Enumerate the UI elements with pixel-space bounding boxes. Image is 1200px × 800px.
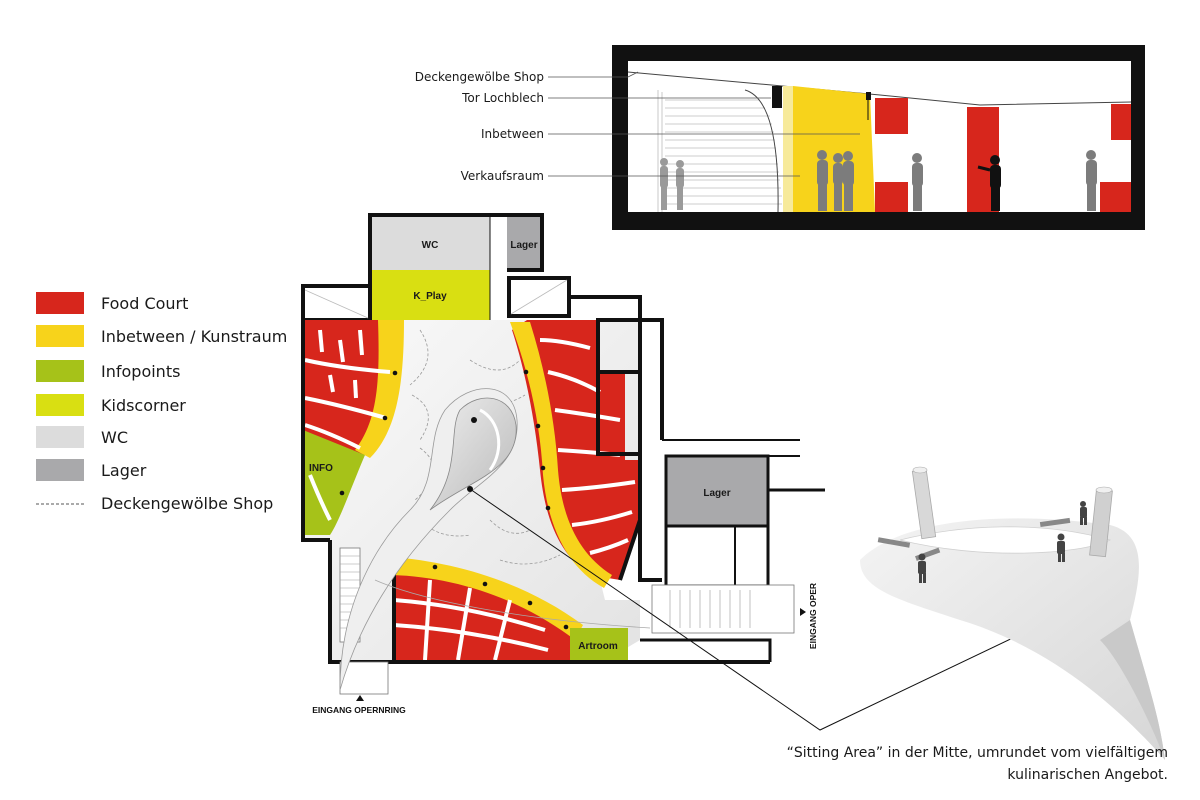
flow-line <box>374 579 651 629</box>
court-dots <box>339 369 569 630</box>
room-lager-top <box>507 215 542 270</box>
section-ceiling-line <box>627 71 1132 106</box>
wall-left <box>301 320 330 542</box>
room-right-lower <box>664 524 770 588</box>
stair-right <box>651 584 795 634</box>
wall-bottom <box>328 540 770 664</box>
column <box>911 468 937 540</box>
legend: Food Court Inbetween / Kunstraum Infopoi… <box>36 292 287 513</box>
legend-swatch <box>36 325 84 347</box>
section-drawing: Deckengewölbe Shop Tor Lochblech Inbetwe… <box>415 45 1145 230</box>
caption-line-2: kulinarischen Angebot. <box>1007 767 1168 783</box>
label-eingang-oper: EINGANG OPER <box>808 583 818 649</box>
caption-line-1: “Sitting Area” in der Mitte, umrundet vo… <box>787 745 1168 761</box>
legend-label: Inbetween / Kunstraum <box>101 327 287 346</box>
room-artroom <box>570 628 628 660</box>
arrow-up-icon <box>356 695 364 701</box>
section-shop-panel <box>875 182 908 212</box>
room-lager-right <box>664 454 770 528</box>
label-lager-right: Lager <box>703 488 730 499</box>
infopoint-left <box>303 430 365 535</box>
entrance-opernring-ramp <box>339 661 389 695</box>
legend-item-food-court: Food Court <box>36 292 188 314</box>
callout-tor-lochblech: Tor Lochblech <box>461 91 544 105</box>
section-shop-panel <box>1100 182 1131 212</box>
label-eingang-opernring: EINGANG OPERNRING <box>312 705 406 715</box>
callout-verkaufsraum: Verkaufsraum <box>461 169 544 183</box>
legend-item-inbetween: Inbetween / Kunstraum <box>36 325 287 347</box>
section-inbetween-block <box>793 86 875 212</box>
people-3d <box>918 501 1087 583</box>
section-gate-block <box>772 86 782 108</box>
inbetween-left <box>355 320 404 458</box>
callout-inbetween: Inbetween <box>481 127 544 141</box>
legend-item-infopoints: Infopoints <box>36 360 180 382</box>
section-right-wall <box>1131 61 1145 212</box>
floor-plan: WC Lager K_Play INFO <box>301 213 825 715</box>
legend-swatch <box>36 394 84 416</box>
label-info: INFO <box>309 463 333 474</box>
section-leaders <box>548 71 860 177</box>
marker-dot <box>471 417 477 423</box>
section-left-wall <box>612 61 628 212</box>
legend-swatch <box>36 426 84 448</box>
section-marker <box>866 92 871 100</box>
section-people <box>660 150 1097 211</box>
legend-label: WC <box>101 428 128 447</box>
room-left-upper <box>301 284 372 322</box>
legend-label: Food Court <box>101 294 188 313</box>
inbetween-bottom <box>392 557 583 640</box>
legend-swatch <box>36 360 84 382</box>
section-stair-lines <box>657 90 782 212</box>
legend-item-lager: Lager <box>36 459 147 481</box>
section-gate-curve <box>744 89 779 213</box>
wall-top-block <box>368 213 544 320</box>
walls-right <box>569 295 664 582</box>
legend-label: Infopoints <box>101 362 180 381</box>
legend-swatch <box>36 292 84 314</box>
platform <box>860 518 1165 760</box>
label-artroom: Artroom <box>578 641 618 652</box>
legend-label: Kidscorner <box>101 396 186 415</box>
section-roof-slab <box>612 45 1145 61</box>
section-shop-panel <box>1111 104 1131 140</box>
label-wc: WC <box>422 240 439 251</box>
inbetween-right <box>510 322 612 588</box>
room-k-play <box>370 270 490 320</box>
sitting-area-3d <box>860 466 1165 760</box>
arrow-right-icon <box>800 608 806 616</box>
pointer-line <box>469 488 1041 731</box>
wall-bottom-inner <box>392 552 396 660</box>
section-shop-panel <box>875 98 908 134</box>
food-court-bottom <box>392 557 575 662</box>
legend-item-kidscorner: Kidscorner <box>36 394 186 416</box>
left-court-dividers <box>304 329 391 521</box>
label-lager-top: Lager <box>510 240 537 251</box>
section-floor-slab <box>612 212 1145 230</box>
bottom-court-dividers <box>393 579 549 661</box>
label-k-play: K_Play <box>413 291 447 302</box>
callout-deckengewoelbe: Deckengewölbe Shop <box>415 70 544 84</box>
legend-label: Deckengewölbe Shop <box>101 494 273 513</box>
right-court-dividers <box>539 338 636 555</box>
legend-label: Lager <box>101 461 147 480</box>
legend-item-wc: WC <box>36 426 128 448</box>
room-wc <box>370 215 490 270</box>
legend-swatch <box>36 459 84 481</box>
legend-item-deckengewoelbe: Deckengewölbe Shop <box>36 494 273 513</box>
section-inbetween-gradient <box>783 86 793 212</box>
